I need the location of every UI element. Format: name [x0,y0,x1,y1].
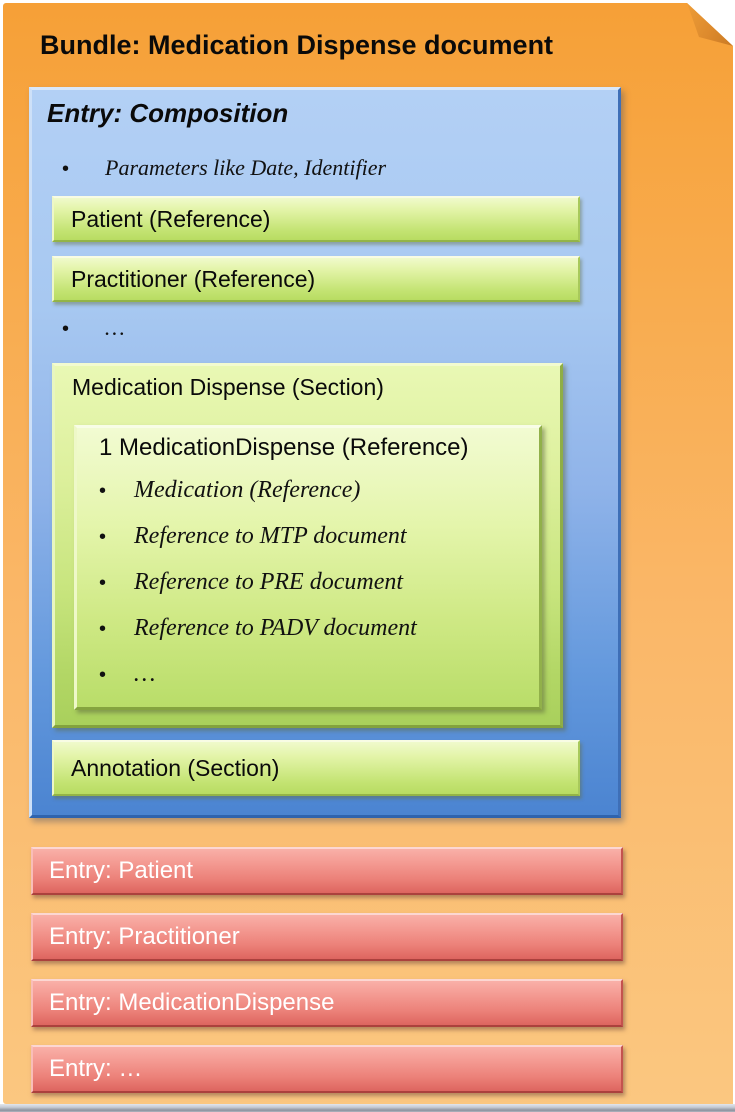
more-references-bullet-row: • … [62,315,125,342]
slide-bottom-edge [0,1104,735,1112]
medication-dispense-reference-box: 1 MedicationDispense (Reference) • Medic… [74,425,542,710]
parameters-bullet-text: Parameters like Date, Identifier [105,155,387,180]
dispense-bullet-text: … [134,661,156,687]
medication-dispense-section-box: Medication Dispense (Section) 1 Medicati… [52,363,563,728]
dispense-bullet-text: Reference to PRE document [134,569,404,595]
dispense-bullet-text: Reference to MTP document [134,523,407,549]
medication-dispense-reference-title: 1 MedicationDispense (Reference) [99,434,469,461]
bullet-dot-icon: • [62,318,70,340]
bullet-dot-icon: • [99,618,107,640]
entry-composition-title: Entry: Composition [47,98,289,128]
annotation-section-bar: Annotation (Section) [52,740,580,796]
practitioner-reference-bar: Practitioner (Reference) [52,256,580,302]
bullet-dot-icon: • [99,664,107,686]
bullet-dot-icon: • [62,158,70,180]
entry-patient-bar: Entry: Patient [31,847,623,895]
medication-dispense-section-title: Medication Dispense (Section) [72,374,384,400]
patient-reference-bar: Patient (Reference) [52,196,580,242]
dispense-bullet-row: • … [99,659,155,690]
bullet-dot-icon: • [99,480,107,502]
bullet-dot-icon: • [99,526,107,548]
entry-practitioner-bar: Entry: Practitioner [31,913,623,961]
dispense-bullet-row: • Reference to PADV document [99,613,417,644]
bundle-title: Bundle: Medication Dispense document [40,30,554,60]
entry-composition-box: Entry: Composition • Parameters like Dat… [29,87,621,818]
more-references-text: … [105,315,125,340]
bullet-dot-icon: • [99,572,107,594]
dispense-bullet-row: • Reference to MTP document [99,521,407,552]
dispense-bullet-row: • Medication (Reference) [99,475,360,506]
dispense-bullet-text: Reference to PADV document [134,615,417,641]
dispense-bullet-text: Medication (Reference) [134,477,361,503]
entry-more-bar: Entry: … [31,1045,623,1093]
entry-medicationdispense-bar: Entry: MedicationDispense [31,979,623,1027]
dispense-bullet-row: • Reference to PRE document [99,567,403,598]
parameters-bullet-row: • Parameters like Date, Identifier [62,155,386,182]
